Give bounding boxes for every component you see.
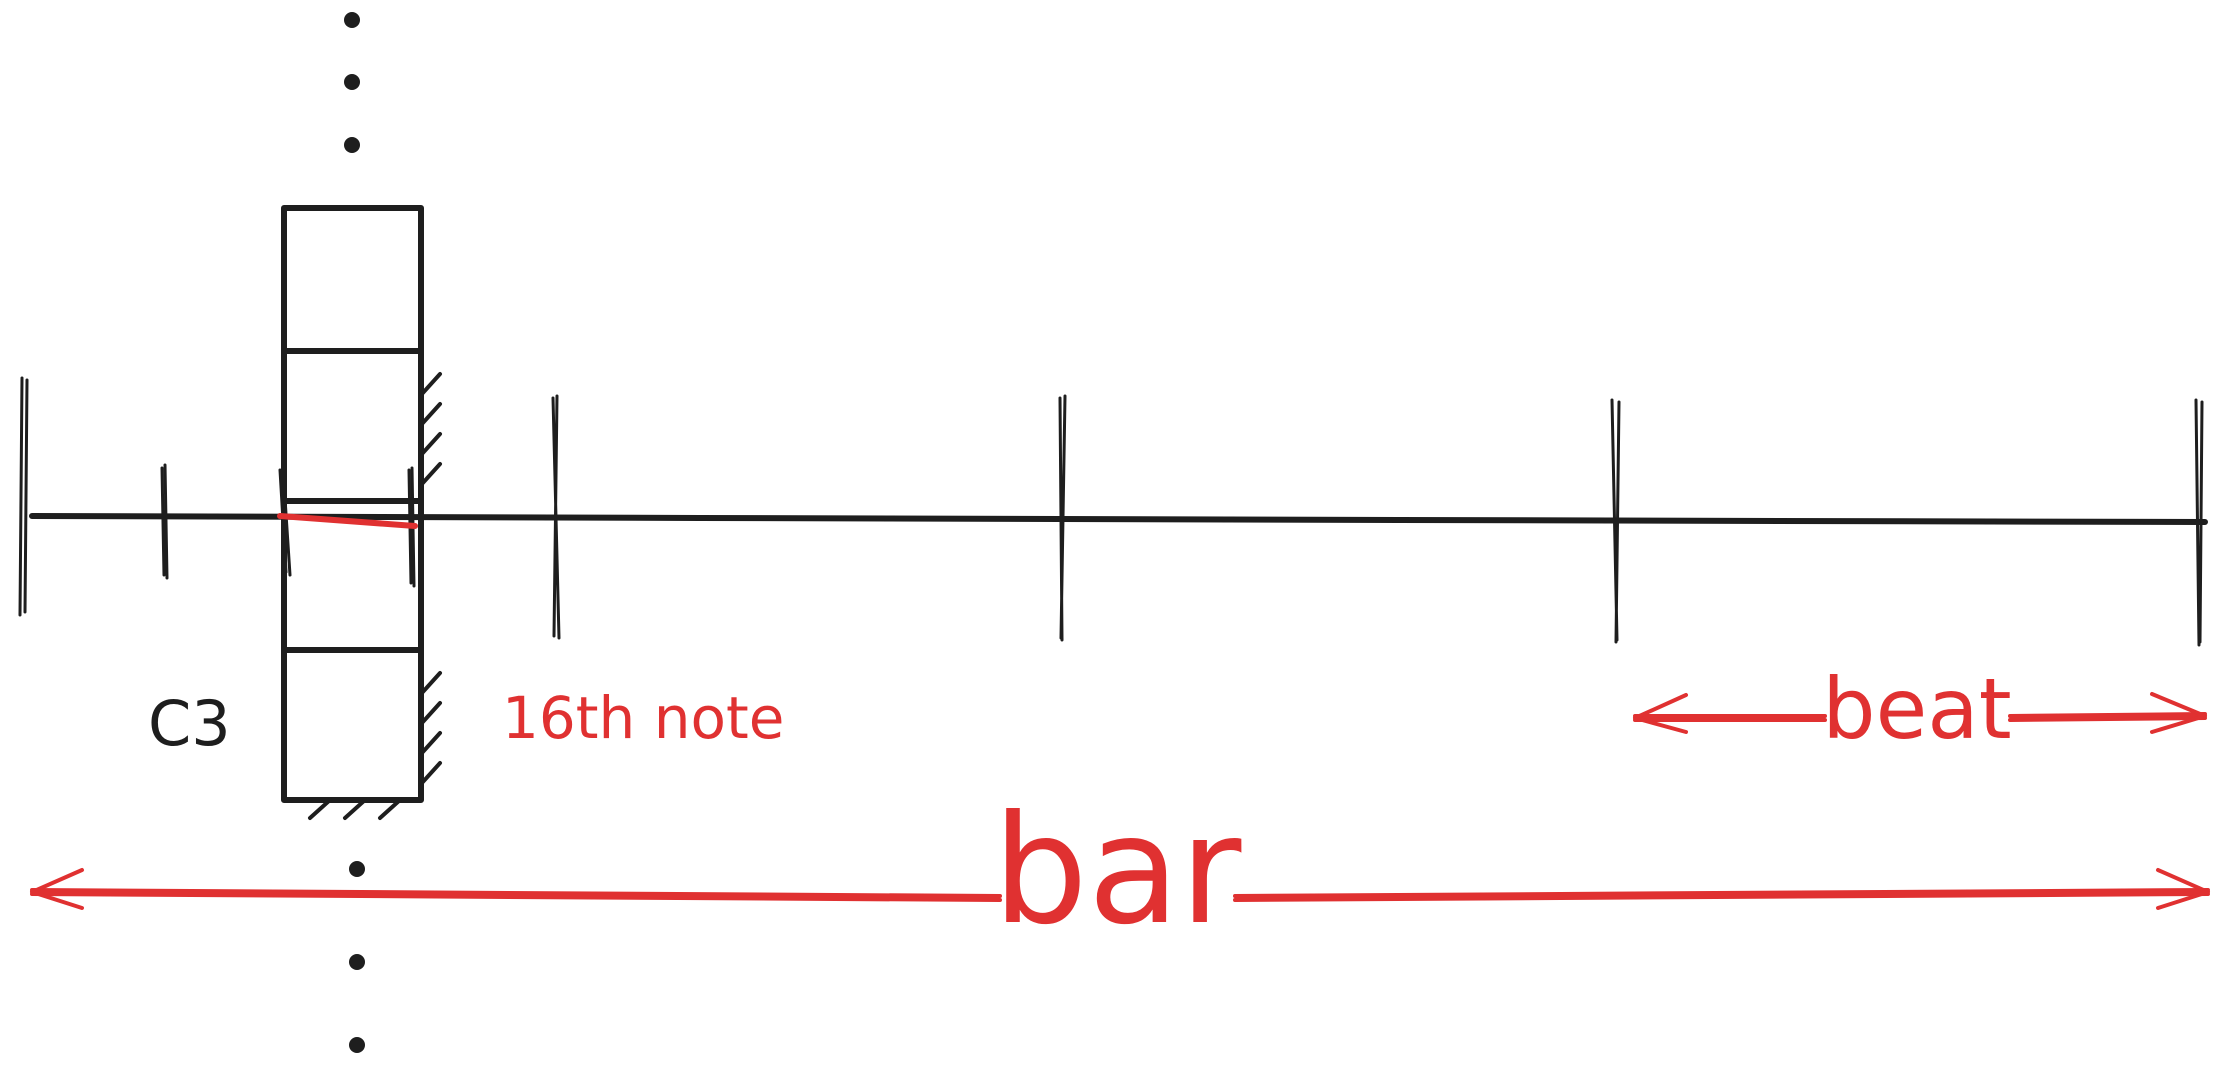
beat-arrow-head-right — [2150, 692, 2207, 734]
continuation-dots-bottom — [349, 861, 365, 1053]
cell-hatched-c3 — [281, 647, 424, 803]
bar-start-tick — [18, 376, 29, 617]
sixteenth-note-segment — [277, 513, 418, 529]
timeline — [18, 376, 2208, 647]
subdivision-tick — [160, 463, 169, 580]
timeline-axis — [29, 513, 2208, 525]
bar-label: bar — [993, 784, 1242, 958]
beat-tick — [551, 394, 561, 640]
pitch-label: C3 — [148, 687, 231, 760]
dot — [344, 74, 360, 90]
dot — [349, 1037, 365, 1053]
beat-arrow-head-left — [1633, 693, 1688, 734]
hatch-overhang — [308, 372, 442, 820]
bar-arrow-line-right — [1233, 888, 2210, 902]
dot — [349, 954, 365, 970]
bar-end-tick — [2194, 398, 2204, 647]
subdivision-tick — [278, 466, 292, 577]
bar-arrow-head-left — [30, 868, 84, 910]
beat-span-arrow: beat — [1633, 660, 2207, 758]
beat-tick — [1058, 394, 1067, 642]
bar-arrow-line-left — [30, 888, 1002, 902]
beat-arrow-line-right — [2008, 712, 2207, 722]
cell-hatched-upper — [281, 348, 424, 504]
dot — [344, 12, 360, 28]
bar-arrow-head-right — [2156, 868, 2210, 910]
bar-span-arrow: bar — [30, 784, 2210, 958]
continuation-dots-top — [344, 12, 360, 153]
dot — [349, 861, 365, 877]
note-value-label: 16th note — [502, 684, 784, 752]
beat-label: beat — [1822, 660, 2011, 758]
beat-tick — [1610, 398, 1621, 644]
piano-roll-column — [281, 205, 442, 820]
cell-empty-top — [281, 205, 424, 354]
dot — [344, 137, 360, 153]
beat-arrow-line-left — [1633, 714, 1827, 722]
